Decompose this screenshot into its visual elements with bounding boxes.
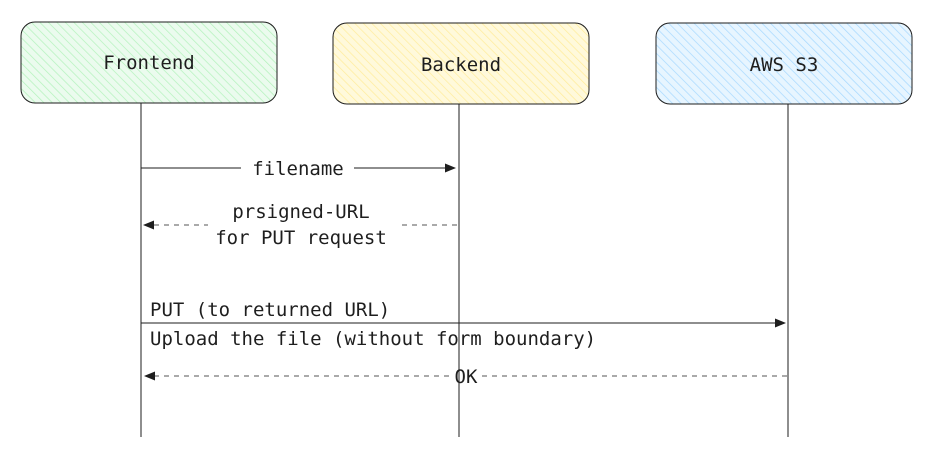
- actor-backend-label: Backend: [421, 54, 501, 76]
- message-presigned-url-label-line2: for PUT request: [215, 227, 387, 249]
- actor-aws-s3: AWS S3: [655, 22, 913, 105]
- message-put-upload-label-line2: Upload the file (without form boundary): [150, 328, 596, 350]
- actor-frontend: Frontend: [20, 21, 278, 104]
- message-put-upload-label-line1: PUT (to returned URL): [150, 299, 390, 321]
- message-presigned-url: prsigned-URL for PUT request: [143, 201, 459, 249]
- actor-aws-s3-label: AWS S3: [750, 54, 819, 76]
- message-ok-arrowhead: [144, 371, 155, 381]
- message-filename-label: filename: [252, 158, 344, 180]
- message-presigned-url-label-line1: prsigned-URL: [232, 201, 369, 223]
- message-ok-label: OK: [455, 366, 478, 388]
- message-filename: filename: [141, 158, 456, 180]
- message-presigned-url-arrowhead: [143, 220, 154, 230]
- message-put-upload-arrowhead: [775, 318, 786, 328]
- actor-frontend-box: [20, 21, 278, 104]
- message-put-upload: PUT (to returned URL) Upload the file (w…: [141, 299, 786, 350]
- message-filename-arrowhead: [445, 163, 456, 173]
- actor-backend-box: [332, 22, 590, 105]
- message-ok: OK: [144, 366, 788, 388]
- actor-aws-s3-box: [655, 22, 913, 105]
- actor-backend: Backend: [332, 22, 590, 105]
- actor-frontend-label: Frontend: [103, 52, 195, 74]
